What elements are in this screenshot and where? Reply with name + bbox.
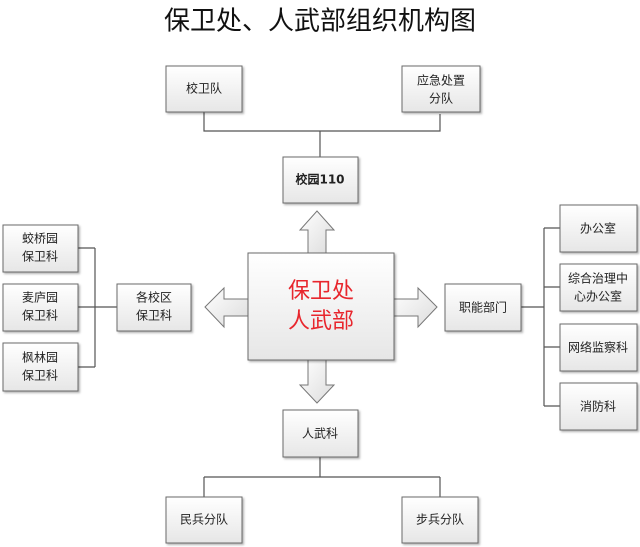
svg-text:麦庐园: 麦庐园 <box>22 290 58 305</box>
svg-text:心办公室: 心办公室 <box>574 289 622 304</box>
node-mailu: 麦庐园 保卫科 <box>2 283 79 332</box>
center-line2: 人武部 <box>288 309 354 334</box>
arrow-left-icon <box>204 286 249 329</box>
node-xiaoweidui: 校卫队 <box>165 65 243 113</box>
node-fire-section: 消防科 <box>559 382 638 431</box>
svg-text:办公室: 办公室 <box>580 221 616 236</box>
svg-text:分队: 分队 <box>429 91 453 106</box>
svg-text:枫林园: 枫林园 <box>22 350 58 365</box>
svg-text:校卫队: 校卫队 <box>186 81 222 96</box>
node-jiaoqiao: 蛟桥园 保卫科 <box>2 224 79 273</box>
node-militia: 民兵分队 <box>165 496 243 544</box>
svg-text:保卫科: 保卫科 <box>136 309 172 323</box>
node-comprehensive-office: 综合治理中 心办公室 <box>559 263 638 312</box>
svg-text:民兵分队: 民兵分队 <box>180 512 228 527</box>
arrow-up-icon <box>298 210 336 254</box>
svg-text:职能部门: 职能部门 <box>459 300 507 315</box>
connectors <box>78 112 560 497</box>
svg-text:保卫科: 保卫科 <box>22 250 58 264</box>
svg-text:校园110: 校园110 <box>295 172 344 187</box>
center-line1: 保卫处 <box>288 279 354 304</box>
svg-text:应急处置: 应急处置 <box>417 73 465 88</box>
node-armed-forces: 人武科 <box>282 409 359 458</box>
node-infantry: 步兵分队 <box>401 496 479 544</box>
svg-text:网络监察科: 网络监察科 <box>568 340 628 355</box>
node-office: 办公室 <box>559 204 638 253</box>
node-emergency-team: 应急处置 分队 <box>401 65 481 113</box>
arrow-right-icon <box>393 286 438 329</box>
svg-text:步兵分队: 步兵分队 <box>416 512 464 527</box>
svg-text:消防科: 消防科 <box>580 399 616 414</box>
node-network-monitoring: 网络监察科 <box>559 323 638 372</box>
svg-text:综合治理中: 综合治理中 <box>568 271 628 286</box>
node-campus-security: 各校区 保卫科 <box>116 283 192 332</box>
node-campus-110: 校园110 <box>282 156 359 204</box>
svg-text:蛟桥园: 蛟桥园 <box>22 231 58 246</box>
svg-text:各校区: 各校区 <box>136 290 172 305</box>
svg-text:保卫科: 保卫科 <box>22 369 58 383</box>
center-node: 保卫处 人武部 <box>247 252 395 361</box>
svg-text:人武科: 人武科 <box>302 427 338 441</box>
arrow-down-icon <box>298 359 336 404</box>
node-fenglin: 枫林园 保卫科 <box>2 342 79 392</box>
chart-title: 保卫处、人武部组织机构图 <box>164 7 476 37</box>
node-functional-depts: 职能部门 <box>444 283 522 332</box>
svg-text:保卫科: 保卫科 <box>22 309 58 323</box>
